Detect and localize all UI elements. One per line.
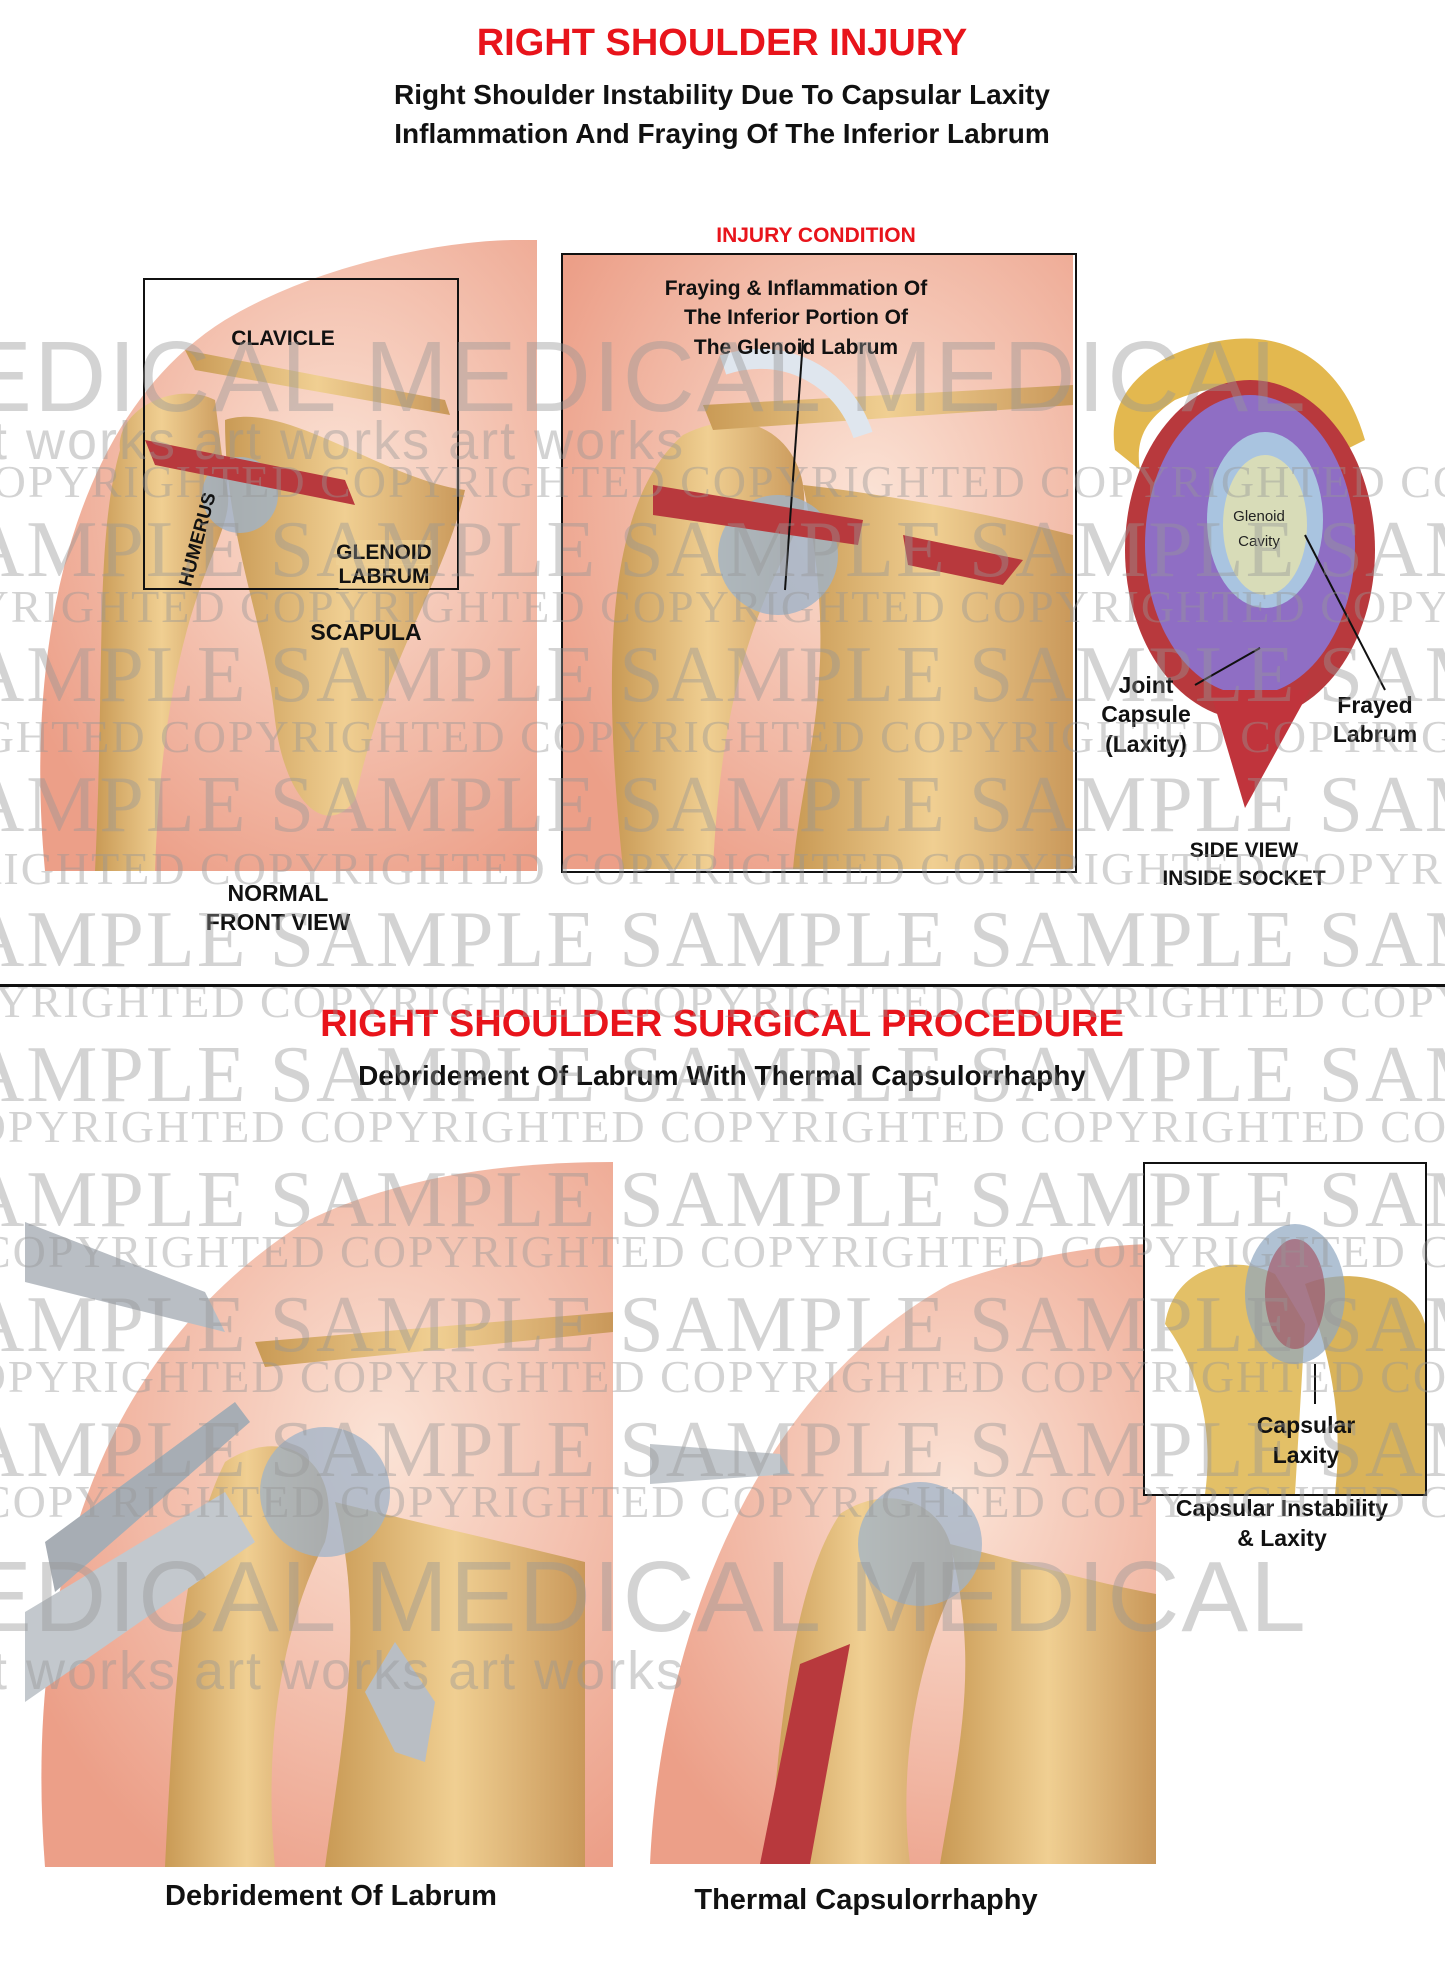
inset-illustration (1165, 1224, 1425, 1494)
capsule-label-line2: Capsule (1101, 701, 1191, 727)
frayed-label-line2: Labrum (1332, 721, 1418, 747)
injury-illustration (563, 255, 1073, 869)
label-glenoid-line2: LABRUM (338, 564, 430, 589)
frayed-label-line1: Frayed (1337, 692, 1413, 718)
injury-condition-heading: INJURY CONDITION (716, 224, 916, 247)
capsulorrhaphy-illustration (650, 1244, 1156, 1864)
subtitle-line2: Inflammation And Fraying Of The Inferior… (394, 118, 1050, 149)
watermark-copyright: COPYRIGHTED COPYRIGHTED COPYRIGHTED COPY… (0, 1101, 1445, 1152)
capsular-laxity-inset (1143, 1162, 1427, 1496)
inset-label-line2: Laxity (1272, 1442, 1340, 1468)
glenoid-label-line2: Cavity (1238, 533, 1280, 550)
fraying-label-line2: The Inferior Portion Of (684, 306, 908, 329)
debridement-caption: Debridement Of Labrum (165, 1880, 497, 1912)
front-caption-line2: FRONT VIEW (205, 909, 351, 935)
procedure-subtitle: Debridement Of Labrum With Thermal Capsu… (358, 1060, 1086, 1091)
glenoid-label-line1: Glenoid (1233, 508, 1285, 525)
side-view-illustration (1113, 338, 1386, 808)
capsule-label-line3: (Laxity) (1105, 731, 1187, 757)
label-scapula: SCAPULA (310, 619, 422, 645)
injury-box (561, 253, 1077, 873)
section-divider (0, 984, 1445, 987)
front-caption-line1: NORMAL (227, 880, 329, 906)
label-clavicle: CLAVICLE (231, 327, 335, 350)
inset-caption-line1: Capsular Instability (1175, 1495, 1389, 1521)
side-caption-line2: INSIDE SOCKET (1162, 867, 1326, 890)
side-caption-line1: SIDE VIEW (1189, 839, 1299, 862)
capsule-label-line1: Joint (1118, 672, 1174, 698)
subtitle-line1: Right Shoulder Instability Due To Capsul… (393, 79, 1051, 110)
front-view-illustration (40, 240, 537, 871)
front-view-inset-box (143, 278, 459, 590)
fraying-label-line3: The Glenoid Labrum (693, 336, 899, 359)
inset-caption-line2: & Laxity (1237, 1525, 1327, 1551)
fraying-label-line1: Fraying & Inflammation Of (664, 277, 928, 300)
label-glenoid-line1: GLENOID (336, 540, 432, 565)
main-title: RIGHT SHOULDER INJURY (476, 22, 968, 64)
capsulorrhaphy-caption: Thermal Capsulorrhaphy (694, 1884, 1038, 1916)
inset-label-line1: Capsular (1256, 1412, 1356, 1438)
procedure-title: RIGHT SHOULDER SURGICAL PROCEDURE (320, 1003, 1124, 1045)
debridement-illustration (25, 1162, 613, 1867)
